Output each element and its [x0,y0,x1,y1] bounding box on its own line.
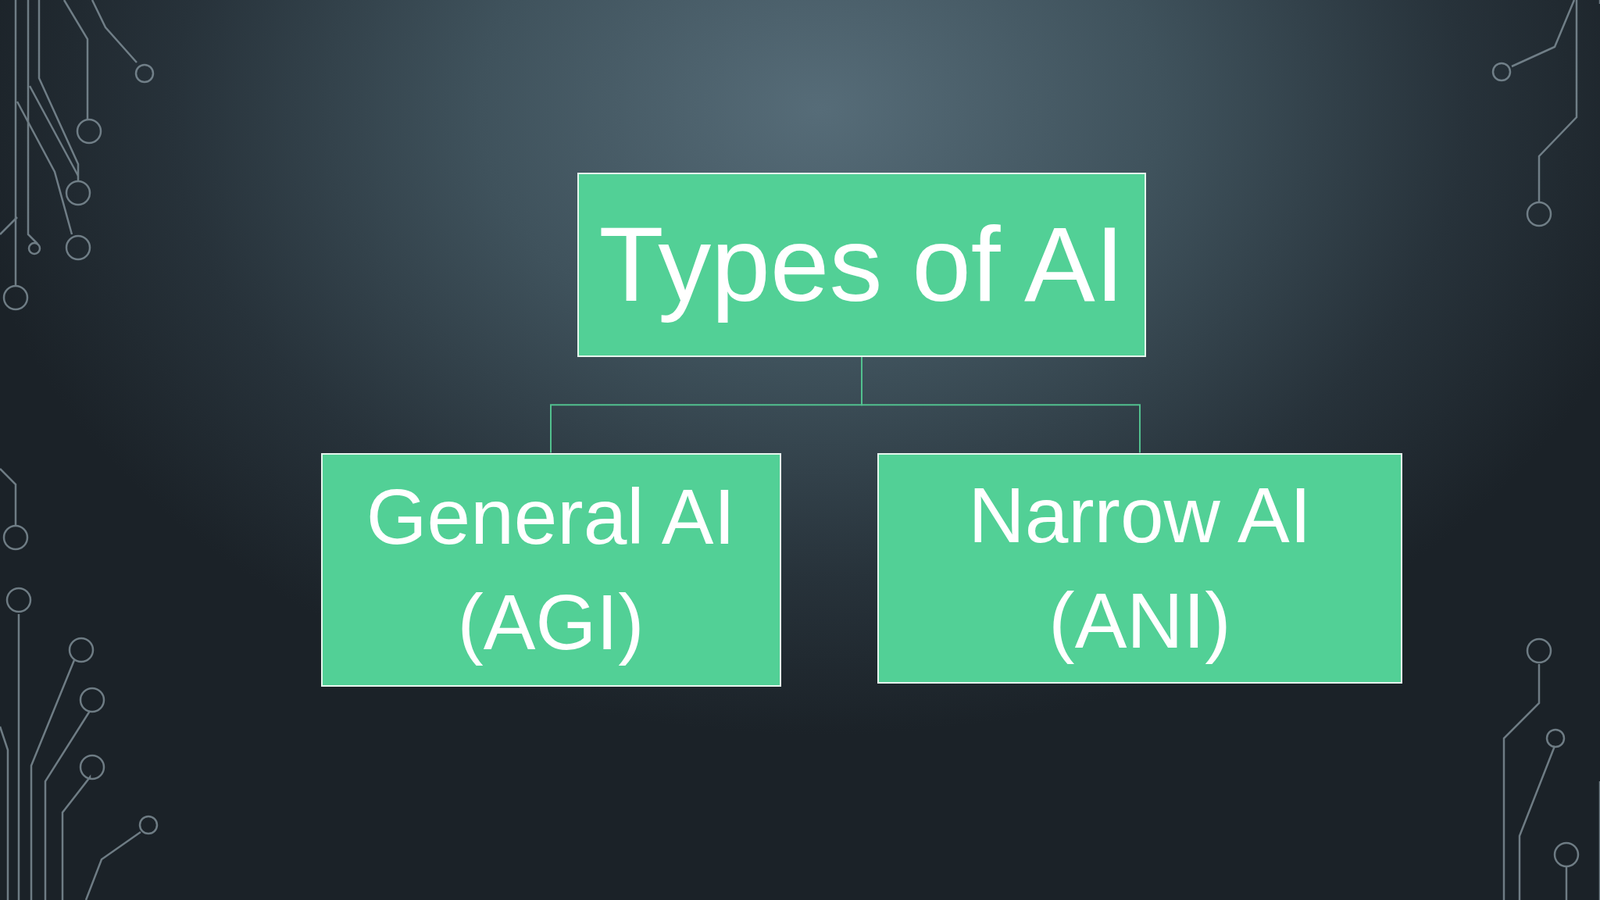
category-box: General AI (AGI) [321,453,782,687]
tree-connector [861,357,1140,454]
category-box: Types of AI [577,172,1147,358]
category-box: Narrow AI (ANI) [877,453,1403,684]
box-label: Narrow AI (ANI) [878,462,1401,674]
box-label: General AI (AGI) [322,464,780,675]
tree-connector [550,357,862,454]
box-label: Types of AI [578,192,1145,337]
